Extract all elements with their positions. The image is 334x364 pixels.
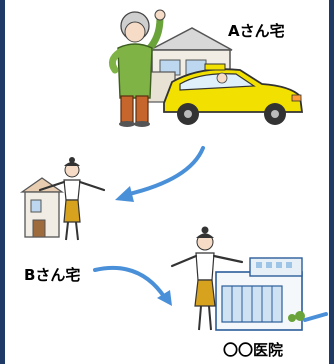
route-arrowhead-2 (157, 290, 172, 306)
house-b-label: Bさん宅 (24, 266, 81, 284)
route-arrow-2 (93, 265, 167, 300)
elderly-woman-icon (108, 9, 166, 127)
house-a-label: Aさん宅 (228, 22, 285, 40)
route-arrow-3 (303, 312, 328, 322)
clinic-building-icon (215, 257, 305, 331)
route-arrow-1 (123, 146, 205, 197)
left-border (0, 0, 5, 364)
right-border (329, 0, 334, 364)
taxi-icon (163, 63, 304, 125)
house-b-icon (19, 177, 65, 238)
clinic-label: 〇〇医院 (223, 341, 284, 359)
route-arrowhead-1 (115, 186, 134, 202)
caregiver-woman-icon-2 (170, 226, 244, 331)
caregiver-woman-icon-1 (38, 157, 106, 241)
